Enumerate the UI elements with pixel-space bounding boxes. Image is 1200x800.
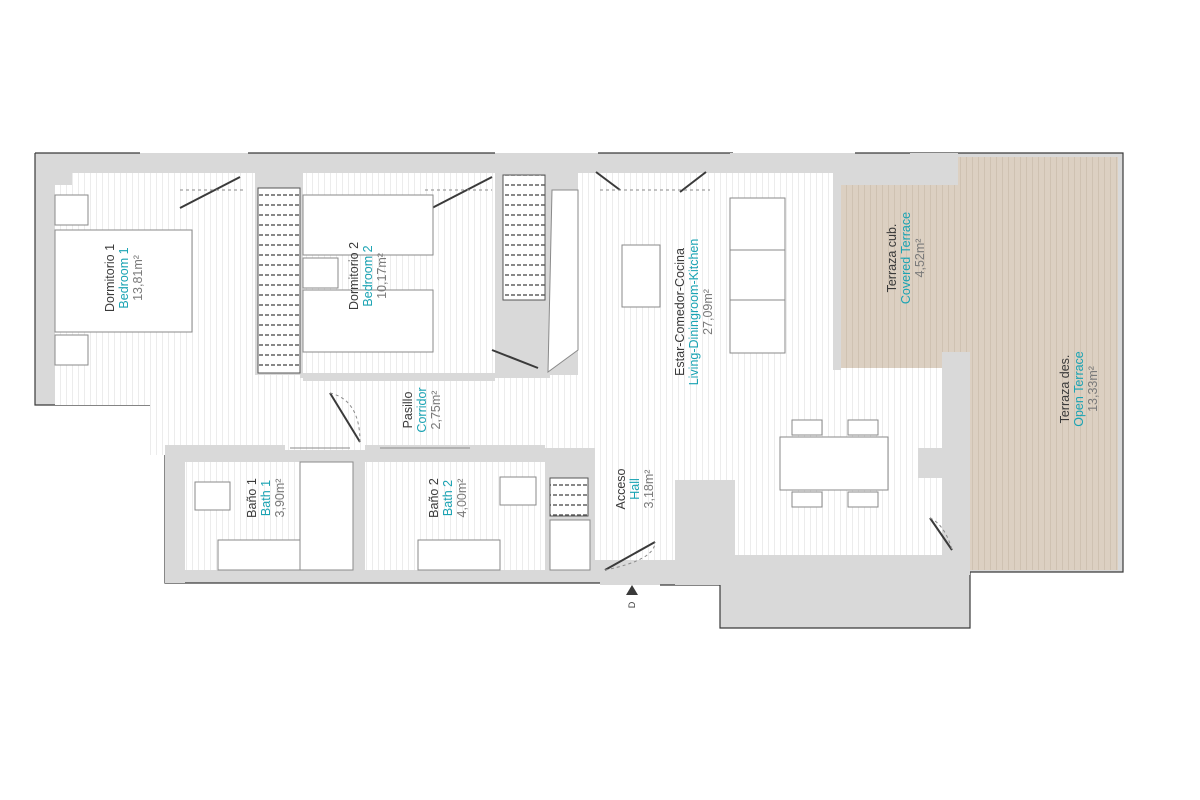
label-es: Terraza cub. bbox=[885, 224, 899, 293]
label-es: Terraza des. bbox=[1058, 355, 1072, 424]
room-label-bedroom2: Dormitorio 2 Bedroom 2 10,17m² bbox=[347, 242, 389, 310]
room-label-open-terrace: Terraza des. Open Terrace 13,33m² bbox=[1058, 351, 1100, 427]
room-label-bath2: Baño 2 Bath 2 4,00m² bbox=[427, 478, 469, 518]
room-label-bedroom1: Dormitorio 1 Bedroom 1 13,81m² bbox=[103, 244, 145, 312]
label-es: Estar-Comedor-Cocina bbox=[673, 248, 687, 376]
label-area: 4,52m² bbox=[913, 239, 927, 278]
toilet bbox=[499, 476, 537, 506]
room-label-hall: Acceso Hall 3,18m² bbox=[614, 468, 656, 509]
label-es: Pasillo bbox=[401, 392, 415, 429]
dining-table bbox=[779, 436, 889, 491]
entrance-arrow-icon bbox=[626, 585, 638, 595]
label-area: 4,00m² bbox=[455, 479, 469, 518]
sink-counter bbox=[417, 539, 501, 571]
entrance-door[interactable] bbox=[604, 541, 656, 571]
entrance-marker: D bbox=[626, 585, 638, 608]
label-en: Corridor bbox=[415, 387, 429, 432]
single-bed bbox=[302, 289, 434, 353]
label-area: 2,75m² bbox=[429, 391, 443, 430]
label-es: Baño 2 bbox=[427, 478, 441, 518]
label-en: Living-Diningroom-Kitchen bbox=[687, 239, 701, 386]
label-area: 27,09m² bbox=[701, 289, 715, 335]
shower bbox=[299, 461, 354, 571]
label-en: Covered Terrace bbox=[899, 212, 913, 304]
corridor-door[interactable] bbox=[329, 392, 361, 443]
label-area: 3,90m² bbox=[273, 479, 287, 518]
furniture bbox=[54, 174, 889, 571]
sink-counter bbox=[217, 539, 301, 571]
room-label-covered-terrace: Terraza cub. Covered Terrace 4,52m² bbox=[885, 212, 927, 304]
toilet bbox=[194, 481, 231, 511]
label-es: Dormitorio 1 bbox=[103, 244, 117, 312]
label-area: 3,18m² bbox=[642, 470, 656, 509]
label-area: 13,33m² bbox=[1086, 366, 1100, 412]
nightstand bbox=[302, 257, 339, 289]
wardrobe bbox=[502, 174, 546, 301]
room-label-living: Estar-Comedor-Cocina Living-Diningroom-K… bbox=[673, 239, 715, 386]
room-label-corridor: Pasillo Corridor 2,75m² bbox=[401, 387, 443, 432]
nightstand bbox=[54, 334, 89, 366]
label-en: Open Terrace bbox=[1072, 351, 1086, 427]
wardrobe bbox=[257, 187, 301, 374]
hall-closet bbox=[549, 477, 589, 517]
entrance-letter: D bbox=[627, 601, 637, 608]
nightstand bbox=[54, 194, 89, 226]
label-area: 13,81m² bbox=[131, 255, 145, 301]
kitchen-unit bbox=[547, 189, 579, 374]
label-es: Dormitorio 2 bbox=[347, 242, 361, 310]
label-en: Hall bbox=[628, 478, 642, 500]
label-es: Acceso bbox=[614, 468, 628, 509]
openings bbox=[179, 171, 953, 571]
label-area: 10,17m² bbox=[375, 253, 389, 299]
label-en: Bedroom 1 bbox=[117, 247, 131, 308]
sofa bbox=[729, 197, 786, 354]
label-en: Bath 2 bbox=[441, 480, 455, 516]
single-bed bbox=[302, 194, 434, 256]
room-label-bath1: Baño 1 Bath 1 3,90m² bbox=[245, 478, 287, 518]
label-en: Bath 1 bbox=[259, 480, 273, 516]
double-bed bbox=[54, 229, 193, 333]
coffee-table bbox=[621, 244, 661, 308]
label-es: Baño 1 bbox=[245, 478, 259, 518]
label-en: Bedroom 2 bbox=[361, 245, 375, 306]
